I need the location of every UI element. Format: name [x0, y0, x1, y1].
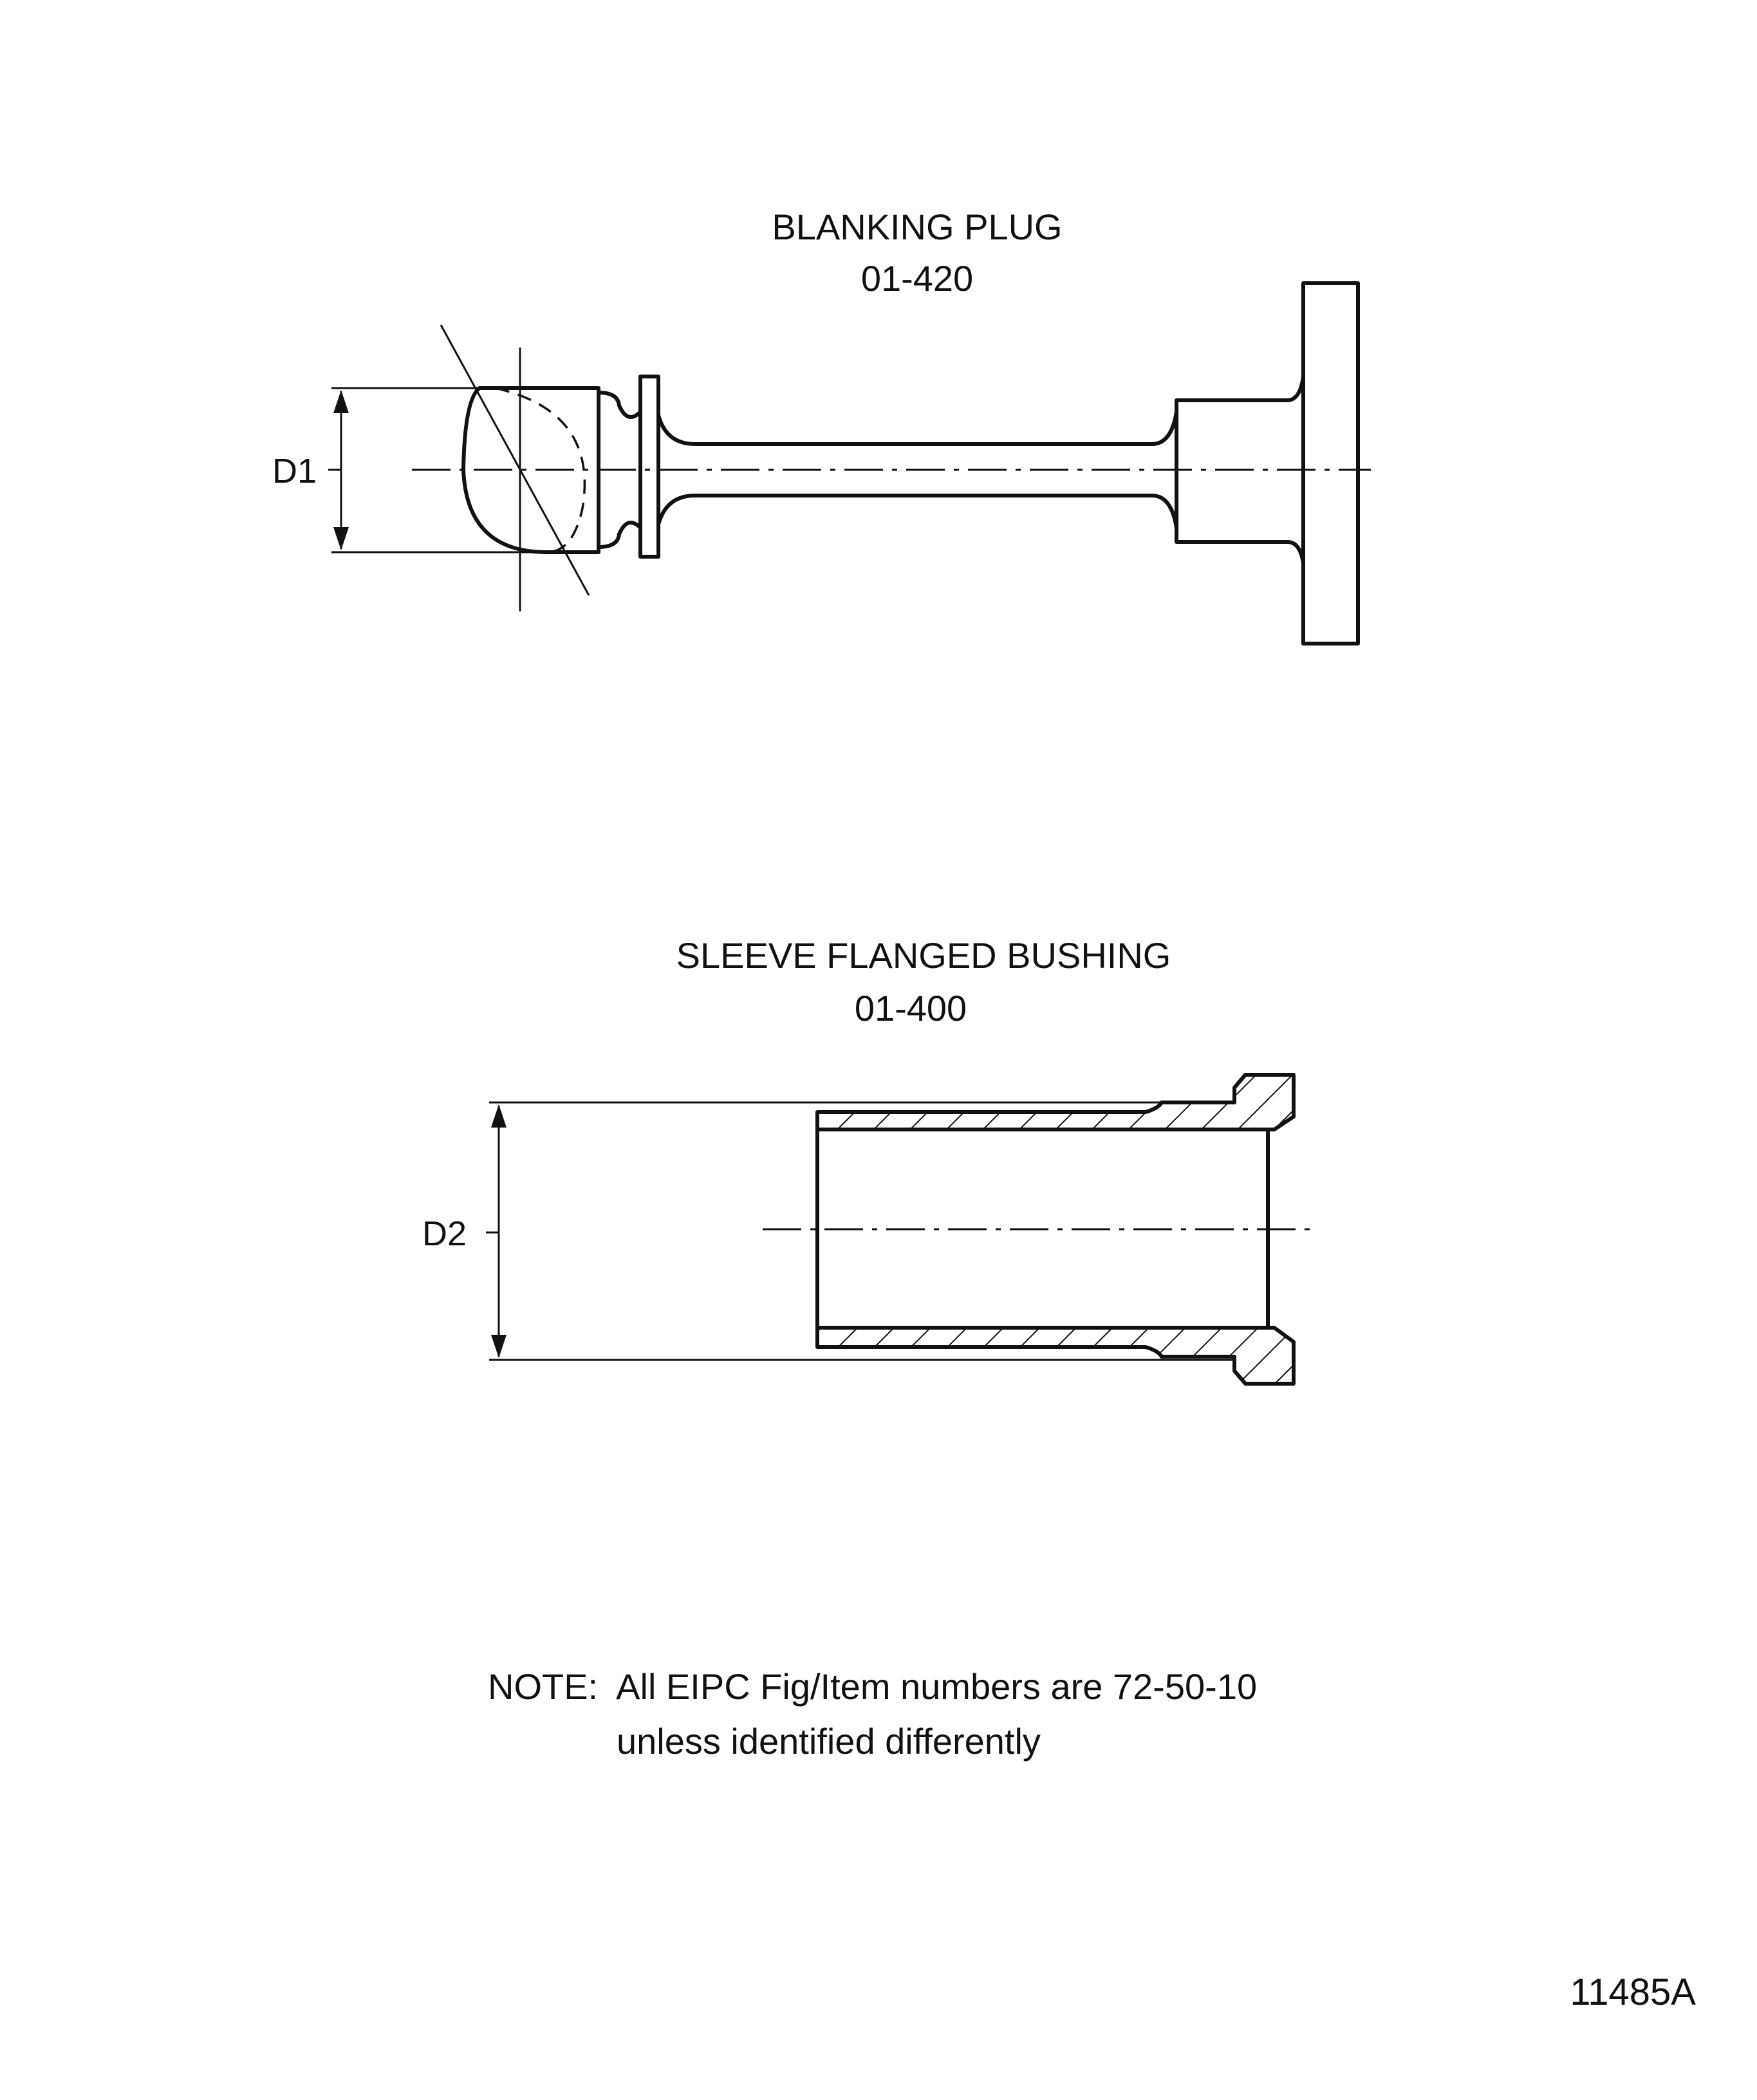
bushing-top-wall — [815, 1073, 1296, 1131]
sleeve-bushing-number: 01-400 — [855, 988, 967, 1028]
bushing-bore — [815, 1128, 1276, 1330]
blanking-plug-figure: BLANKING PLUG 01-420 D1 — [272, 207, 1371, 646]
plug-collar — [638, 375, 660, 559]
blanking-plug-number: 01-420 — [861, 258, 973, 299]
note-line-1: NOTE: All EIPC Fig/Item numbers are 72-5… — [488, 1666, 1257, 1707]
plug-neck — [597, 391, 642, 549]
blanking-plug-title: BLANKING PLUG — [772, 207, 1062, 247]
d1-label: D1 — [272, 452, 317, 490]
figure-code: 11485A — [1570, 1971, 1696, 2013]
plug-flange — [1301, 281, 1360, 646]
bushing-bottom-wall — [815, 1326, 1296, 1386]
note-block: NOTE: All EIPC Fig/Item numbers are 72-5… — [488, 1666, 1257, 1761]
d2-dimension: D2 — [422, 1101, 1236, 1361]
plug-shaft — [656, 410, 1178, 530]
plug-head — [440, 324, 600, 611]
sleeve-bushing-figure: SLEEVE FLANGED BUSHING 01-400 D2 — [422, 935, 1310, 1386]
note-line-2: unless identified differently — [617, 1721, 1041, 1761]
sleeve-bushing-title: SLEEVE FLANGED BUSHING — [676, 935, 1171, 976]
d2-label: D2 — [422, 1214, 467, 1253]
